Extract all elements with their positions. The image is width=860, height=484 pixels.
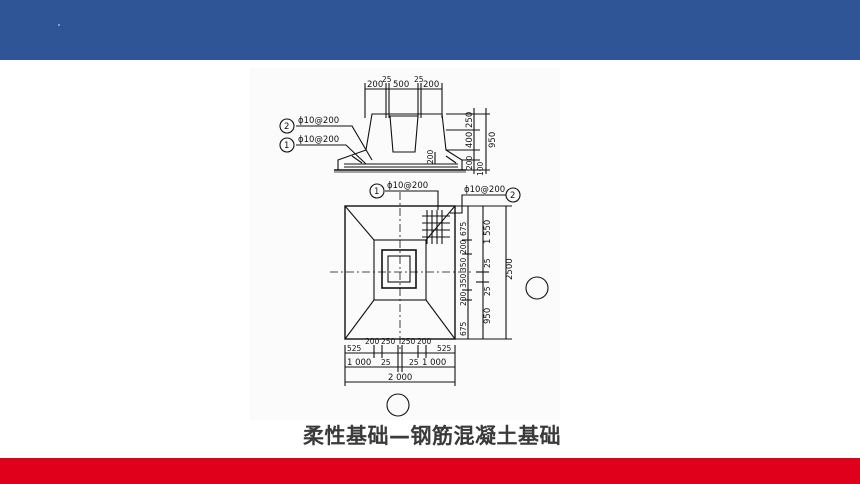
dim-label: 250 xyxy=(381,337,396,346)
dim-label: 25 xyxy=(382,75,392,84)
header-bar xyxy=(0,0,860,60)
marker-circle-right xyxy=(525,276,549,300)
foundation-drawing-svg: 200 25 500 25 200 250 400 950 200 100 20… xyxy=(279,75,549,417)
callout-number: 2 xyxy=(510,191,515,201)
plan-diagonal xyxy=(425,299,456,340)
elev-rebar xyxy=(445,155,457,164)
dim-label: 1 000 xyxy=(347,358,371,368)
dim-label: 200 xyxy=(459,291,468,306)
dim-label: 200 xyxy=(459,239,468,254)
dim-label: 2500 xyxy=(505,258,515,280)
dim-label: 350 xyxy=(459,273,468,288)
elev-leader-2 xyxy=(296,125,373,161)
dim-label: 250 xyxy=(401,337,416,346)
plan-leader-2 xyxy=(450,194,506,214)
callout-number: 2 xyxy=(284,122,289,132)
dim-label: 25 xyxy=(483,286,492,296)
callout-number: 1 xyxy=(284,141,289,151)
plan-socket-outer xyxy=(381,249,417,289)
elev-outline xyxy=(337,113,463,171)
dim-label: 950 xyxy=(483,308,493,324)
plan-diagonal xyxy=(344,205,375,241)
header-mark xyxy=(58,24,60,26)
elev-callout-2-circle xyxy=(279,118,295,134)
dim-label: 400 xyxy=(465,132,475,148)
dim-label: 525 xyxy=(437,344,452,353)
dim-label: 25 xyxy=(409,358,419,367)
dim-label: 500 xyxy=(393,80,409,90)
dim-label: 675 xyxy=(459,221,468,236)
plan-diagonal xyxy=(344,299,375,340)
callout-number: 1 xyxy=(374,187,379,197)
rebar-label: ϕ10@200 xyxy=(464,185,505,195)
elev-column-socket xyxy=(389,115,419,153)
dim-label: 25 xyxy=(381,358,391,367)
foundation-drawing: 200 25 500 25 200 250 400 950 200 100 20… xyxy=(250,68,560,420)
dim-label: 25 xyxy=(414,75,424,84)
dim-label: 675 xyxy=(459,321,468,336)
dim-label: 200 xyxy=(417,337,432,346)
plan-callout-2-circle xyxy=(505,187,521,203)
plan-leader-1 xyxy=(385,190,439,210)
dim-label: 100 xyxy=(476,161,485,176)
dim-label: 200 xyxy=(426,149,435,164)
dim-label: 200 xyxy=(465,155,474,170)
dim-label: 200 xyxy=(423,80,439,90)
elev-rebar xyxy=(351,155,363,164)
dim-label: 200 xyxy=(367,80,383,90)
dim-label: 2 000 xyxy=(388,373,412,383)
plan-callout-1-circle xyxy=(369,183,385,199)
dim-label: 200 xyxy=(365,337,380,346)
footer-bar xyxy=(0,458,860,484)
dim-label: 1 550 xyxy=(483,220,493,244)
caption-text: 柔性基础—钢筋混凝土基础 xyxy=(303,424,561,448)
rebar-label: ϕ10@200 xyxy=(387,181,428,191)
dim-label: 950 xyxy=(488,132,498,148)
dim-label: 350 xyxy=(459,257,468,272)
rebar-label: ϕ10@200 xyxy=(298,116,339,126)
marker-circle-bottom xyxy=(386,393,410,417)
dim-label: 525 xyxy=(347,344,362,353)
rebar-label: ϕ10@200 xyxy=(298,135,339,145)
dim-label: 25 xyxy=(483,258,492,268)
slide-caption: 柔性基础—钢筋混凝土基础 xyxy=(0,420,860,450)
dim-label: 1 000 xyxy=(422,358,446,368)
dim-label: 250 xyxy=(465,112,475,128)
plan-socket-inner xyxy=(387,255,411,283)
elev-callout-1-circle xyxy=(279,137,295,153)
elev-leader-1 xyxy=(296,144,367,165)
